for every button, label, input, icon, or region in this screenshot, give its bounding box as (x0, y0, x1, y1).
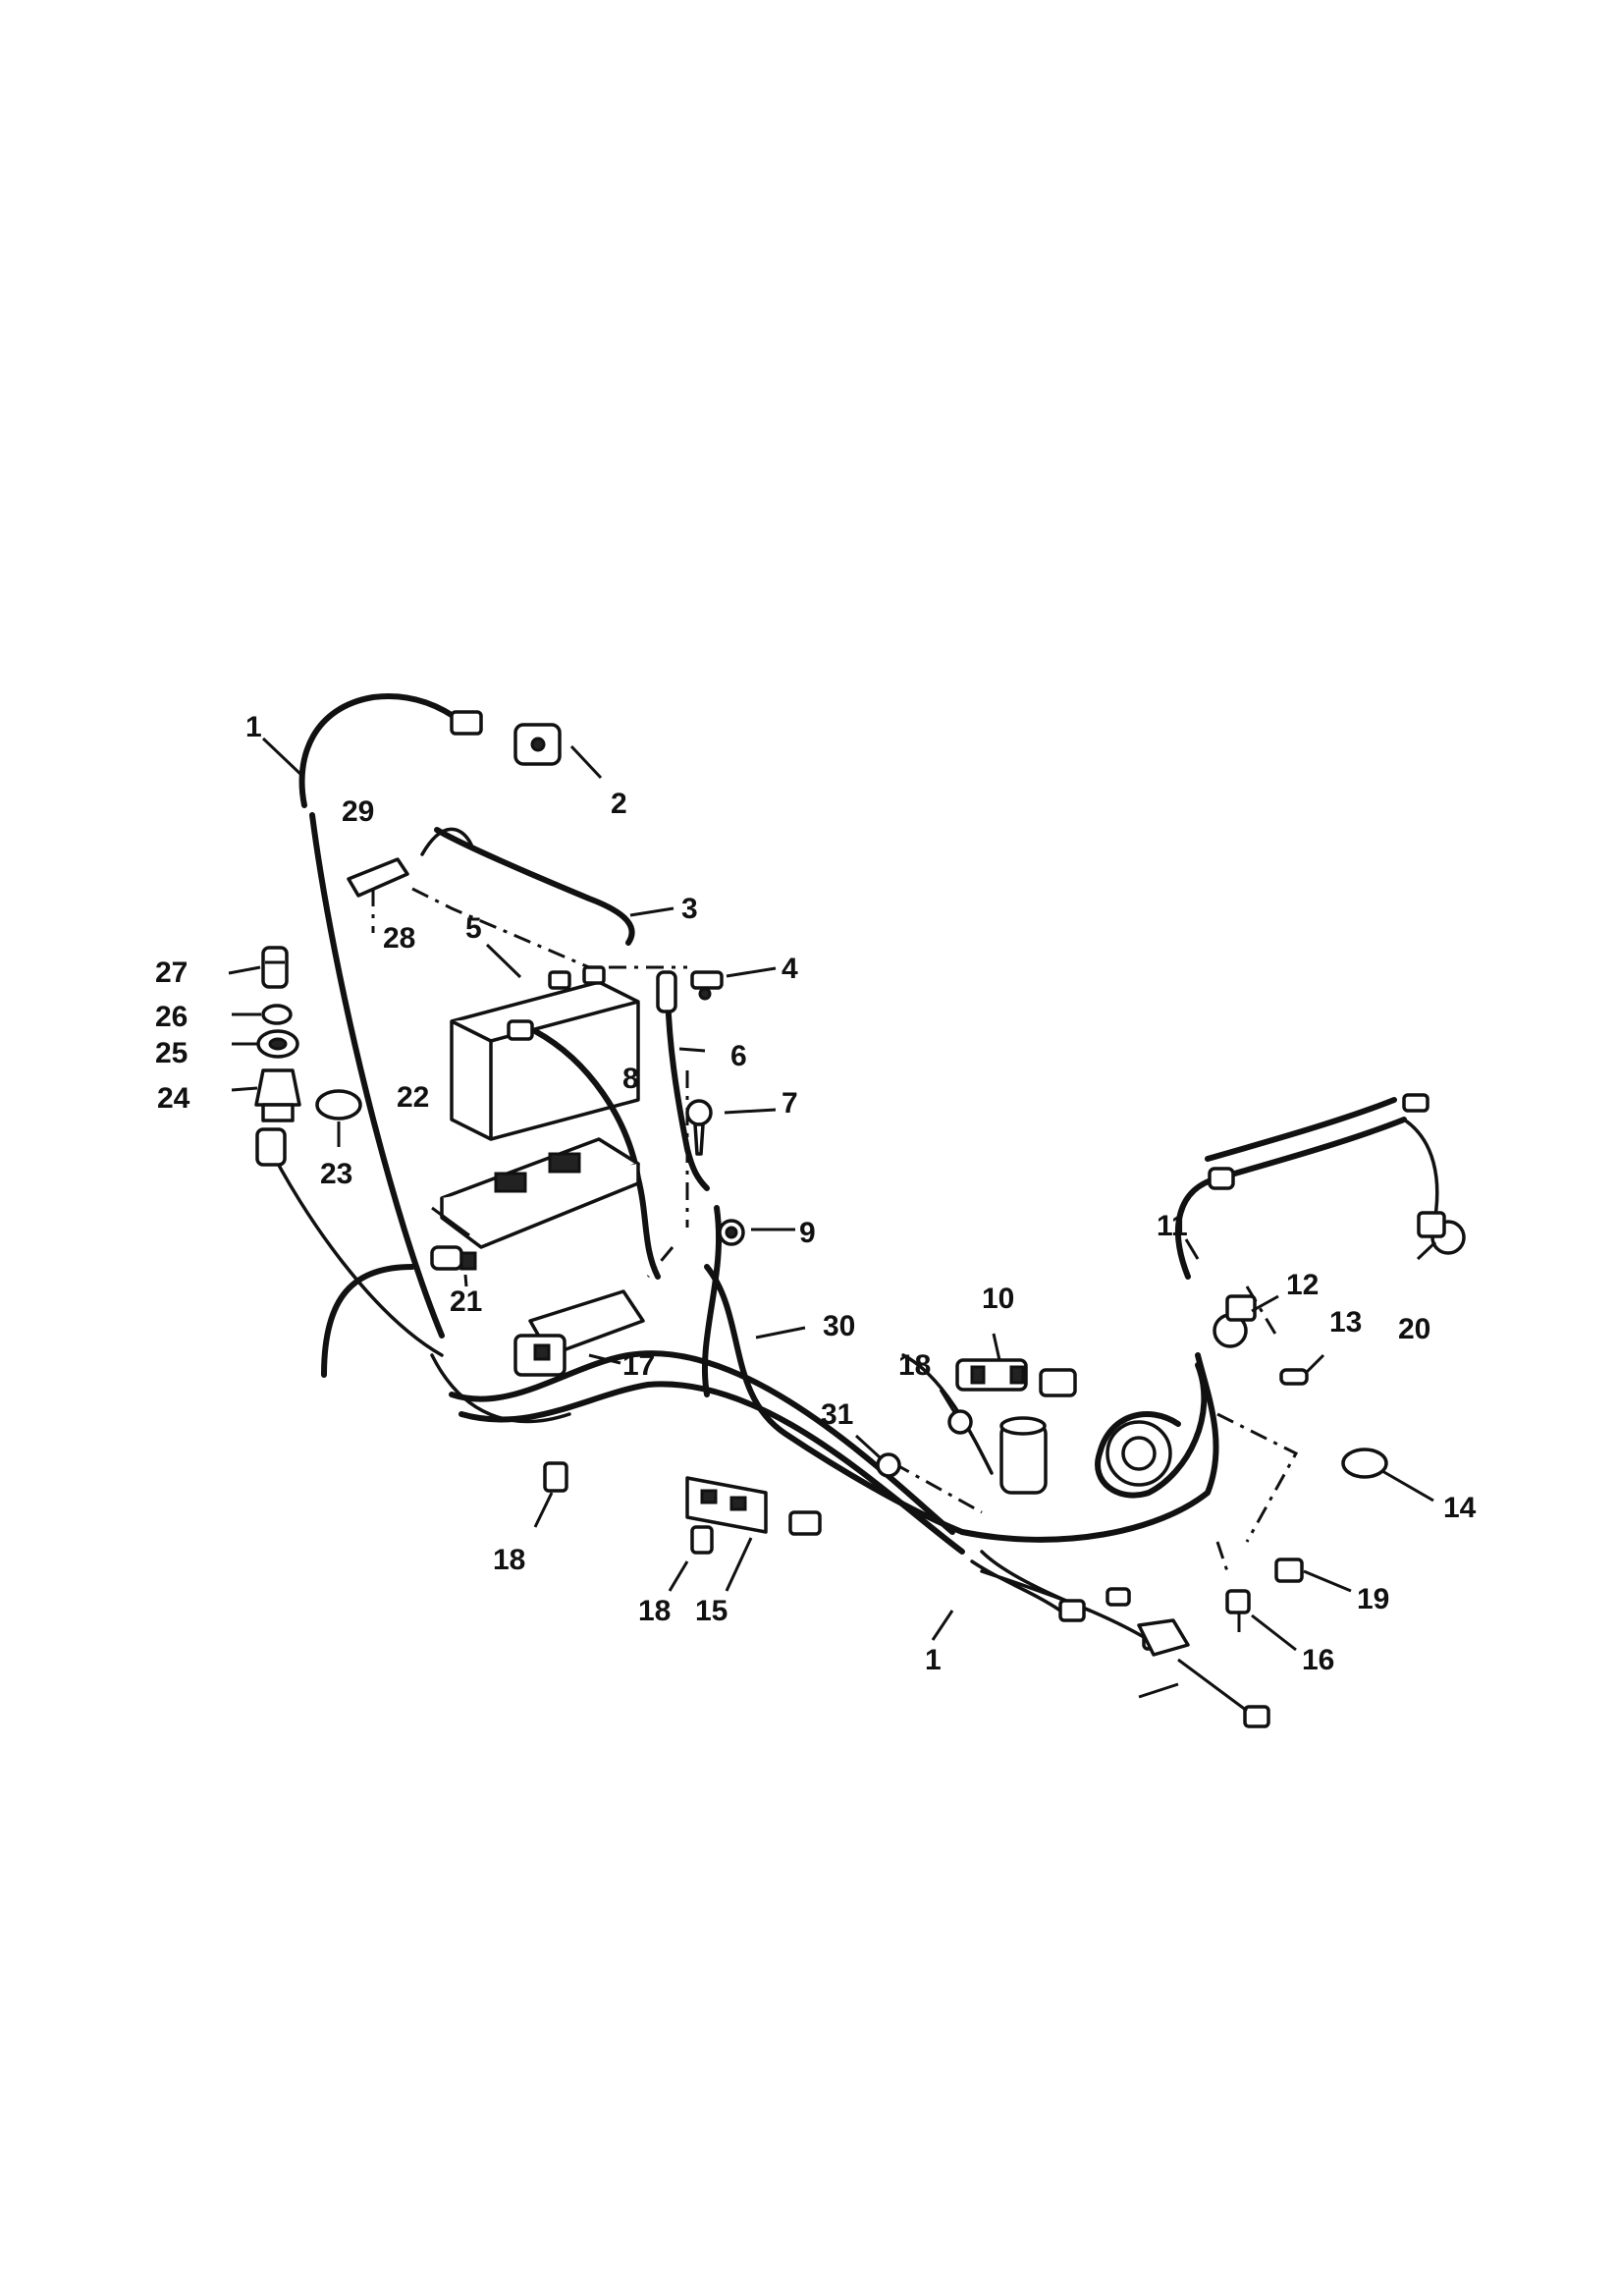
cable-part-11 (1208, 1093, 1429, 1190)
callout-2: 2 (611, 788, 627, 820)
callout-22: 22 (397, 1081, 429, 1114)
callout-11: 11 (1157, 1210, 1188, 1242)
plug-connector (788, 1510, 822, 1536)
callout-23: 23 (320, 1158, 352, 1190)
nut-part-17-a (947, 1409, 973, 1435)
callout-5: 5 (465, 912, 482, 945)
bracket-part-29 (347, 857, 409, 898)
callout-9: 9 (799, 1217, 816, 1249)
callout-1-top: 1 (245, 711, 262, 743)
callout-27: 27 (155, 957, 188, 989)
callout-4: 4 (782, 953, 798, 985)
leader-lines (228, 737, 1437, 1713)
callout-10: 10 (982, 1283, 1014, 1315)
bolt-part-17-c (543, 1461, 568, 1493)
callout-1-bottom: 1 (925, 1644, 942, 1676)
connector-part-12-a (1213, 1294, 1257, 1348)
callout-12-left: 12 (1286, 1269, 1319, 1301)
cable-part-3 (420, 827, 635, 946)
switch-plate-part-19 (685, 1476, 768, 1534)
capacitor-center (999, 1416, 1048, 1495)
bolt-part-27 (261, 946, 289, 989)
switch-part-10 (955, 1358, 1077, 1397)
nut-part-21 (430, 1245, 477, 1271)
clip-part-14 (1274, 1558, 1304, 1583)
callout-21: 21 (450, 1285, 482, 1318)
nut-part-9 (718, 1219, 745, 1246)
callout-29: 29 (342, 795, 374, 828)
screw-part-15 (1225, 1589, 1251, 1632)
battery-part-28 (450, 965, 640, 1141)
callout-31: 14 (1443, 1492, 1477, 1524)
callout-28: 28 (383, 922, 415, 955)
connector-part-2 (450, 710, 562, 766)
callout-20: 17 (622, 1349, 655, 1382)
callout-6: 6 (730, 1040, 747, 1072)
grommet-part-25 (256, 1029, 299, 1059)
connector-part-12-b (1417, 1211, 1466, 1255)
main-wiring-harness (263, 693, 1439, 1642)
callout-19: 15 (695, 1595, 728, 1627)
callout-7: 7 (782, 1087, 798, 1120)
screw-part-7 (685, 1099, 713, 1156)
callout-30: 30 (823, 1310, 855, 1342)
callout-3: 3 (681, 893, 698, 925)
solenoid-part-20 (513, 1289, 645, 1377)
callout-labels: 1 2 29 3 5 28 27 4 26 8 6 25 24 7 22 23 … (155, 711, 1477, 1676)
callout-17-b: 18 (638, 1595, 671, 1627)
plug-part-16 (1137, 1618, 1190, 1657)
callout-24: 24 (157, 1082, 190, 1115)
callout-14: 19 (1357, 1583, 1389, 1615)
callout-12-right: 20 (1398, 1313, 1430, 1345)
bolt-part-17-b (690, 1525, 714, 1555)
terminal-part-4 (690, 970, 724, 1001)
callout-15: 16 (1302, 1644, 1334, 1676)
cable-part-6 (656, 970, 710, 1191)
callout-25: 25 (155, 1037, 188, 1069)
nut-part-18 (876, 1452, 901, 1478)
connector-left (255, 1127, 287, 1167)
round-connector (1106, 1420, 1172, 1487)
switch-part-24 (254, 1068, 301, 1122)
callout-17-c: 18 (493, 1544, 525, 1576)
callout-18: 31 (821, 1398, 853, 1431)
callout-8: 8 (622, 1063, 639, 1095)
pin-part-13 (1279, 1368, 1309, 1386)
washer-part-26 (261, 1004, 293, 1025)
battery-tray-part-22 (440, 1137, 640, 1249)
callout-26: 26 (155, 1001, 188, 1033)
clamp-part-23 (315, 1089, 362, 1121)
callout-13: 13 (1329, 1306, 1362, 1339)
clamp-part-31 (1341, 1448, 1388, 1479)
callout-17-a: 18 (898, 1349, 931, 1382)
